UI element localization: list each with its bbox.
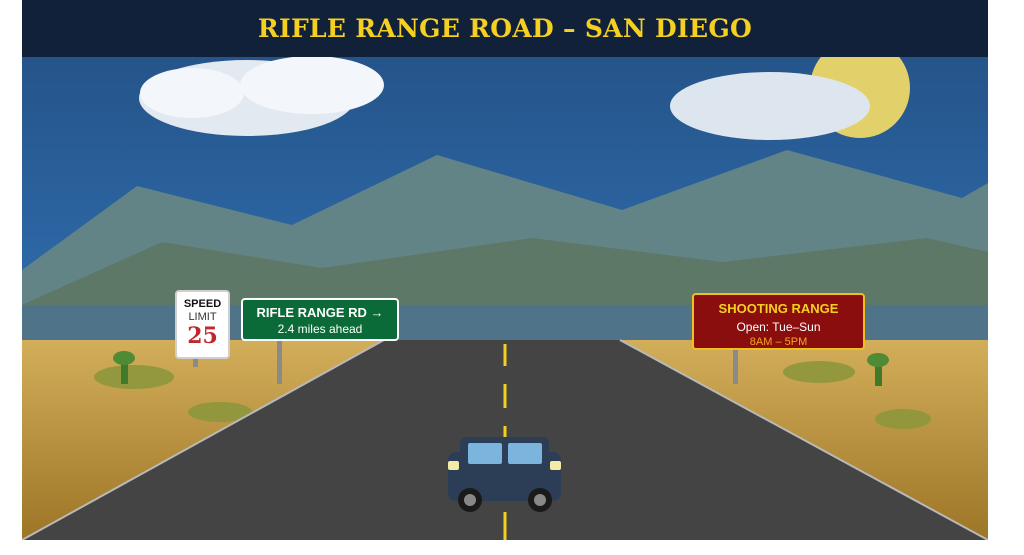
car-headlight <box>550 461 561 470</box>
shrub-patch <box>783 361 855 383</box>
cloud-right <box>670 72 870 140</box>
title-bar: RIFLE RANGE ROAD – SAN DIEGO <box>22 0 988 57</box>
direction-sign-title: RIFLE RANGE RD → <box>256 305 384 320</box>
car-window <box>508 443 542 464</box>
car-window <box>468 443 502 464</box>
shooting-range-days: Open: Tue–Sun <box>736 320 821 334</box>
road-edge-right <box>619 339 988 540</box>
shooting-range-sign: SHOOTING RANGE Open: Tue–Sun 8AM – 5PM <box>692 293 865 350</box>
direction-sign-post <box>277 340 282 384</box>
page-title: RIFLE RANGE ROAD – SAN DIEGO <box>257 14 753 43</box>
cactus-right <box>867 353 889 386</box>
car-headlight <box>448 461 459 470</box>
direction-sign: RIFLE RANGE RD → 2.4 miles ahead <box>241 298 399 341</box>
cactus-left <box>113 351 135 384</box>
speed-limit-sublabel: LIMIT <box>188 311 217 323</box>
range-sign-post <box>733 348 738 384</box>
shooting-range-hours: 8AM – 5PM <box>749 336 808 348</box>
speed-sign-post <box>193 357 198 367</box>
speed-limit-value: 25 <box>187 323 218 349</box>
road-edge-left <box>22 339 385 540</box>
car <box>448 437 561 512</box>
direction-sign-distance: 2.4 miles ahead <box>277 322 363 336</box>
landscape-illustration <box>22 0 988 540</box>
shooting-range-title: SHOOTING RANGE <box>718 301 839 316</box>
speed-limit-sign: SPEED LIMIT 25 <box>175 290 230 359</box>
cloud-left <box>139 56 384 136</box>
shrub-patch <box>875 409 931 429</box>
shrub-patch <box>94 365 174 389</box>
shrub-patch <box>188 402 252 422</box>
road-scene: RIFLE RANGE ROAD – SAN DIEGO SPEED LIMIT… <box>22 0 988 540</box>
speed-limit-label: SPEED <box>183 298 222 310</box>
